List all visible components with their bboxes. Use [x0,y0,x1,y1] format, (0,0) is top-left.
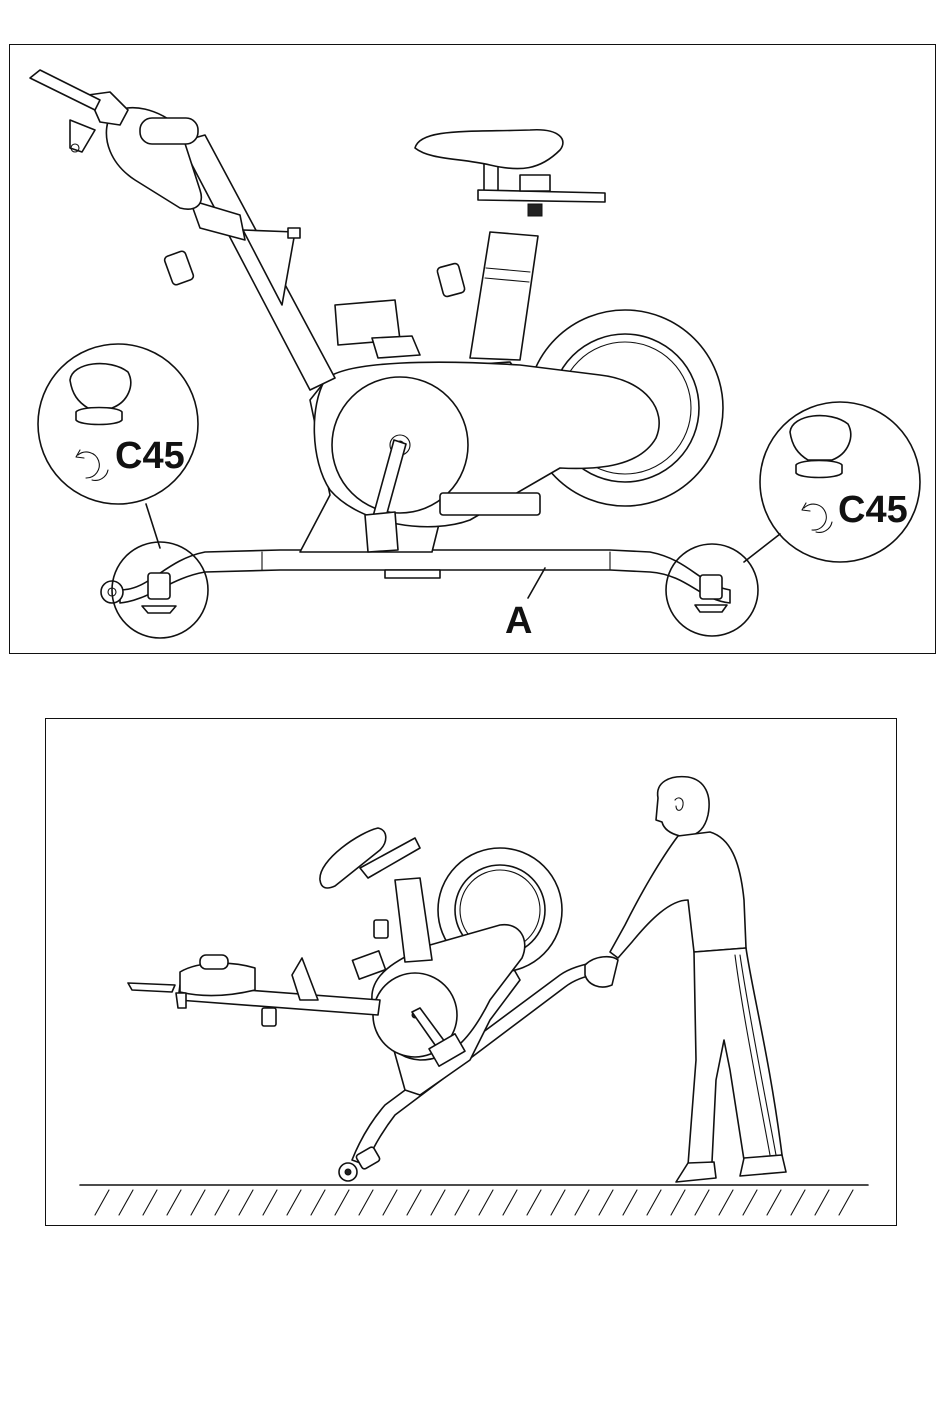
tilted-saddle [320,828,386,888]
floor-hatch-stroke [143,1190,157,1215]
floor-hatch-stroke [767,1190,781,1215]
floor-hatch-stroke [647,1190,661,1215]
person-torso [610,832,746,958]
floor-hatch-stroke [335,1190,349,1215]
handlebar-adjust-knob [164,250,195,286]
floor-hatch-stroke [575,1190,589,1215]
floor-hatch-stroke [623,1190,637,1215]
floor-hatch-stroke [263,1190,277,1215]
frame-a-leader [528,568,545,598]
floor-hatch-stroke [551,1190,565,1215]
tilted-knob [262,1008,276,1026]
floor-hatch-stroke [719,1190,733,1215]
floor-hatch-stroke [791,1190,805,1215]
callout-left-label: C45 [115,435,185,477]
floor-hatch-stroke [839,1190,853,1215]
floor-hatch-stroke [503,1190,517,1215]
floor-hatch-stroke [119,1190,133,1215]
floor-hatch-stroke [455,1190,469,1215]
floor-hatch-stroke [311,1190,325,1215]
moving-bike-scene [80,777,868,1215]
front-leveling-foot [148,573,170,599]
person-hand [585,957,618,987]
floor-hatch-stroke [359,1190,373,1215]
floor-hatch-stroke [431,1190,445,1215]
floor-hatch-stroke [599,1190,613,1215]
floor-hatch-stroke [407,1190,421,1215]
floor-hatch-stroke [527,1190,541,1215]
floor-hatch-stroke [815,1190,829,1215]
floor-hatching [95,1190,853,1215]
floor-hatch-stroke [479,1190,493,1215]
callout-right-label: C45 [838,489,908,531]
console-bracket [30,70,100,110]
floor-hatch-stroke [695,1190,709,1215]
foot-detail-right [790,416,851,460]
seat-post-knob [436,263,465,298]
rear-leveling-foot [700,575,722,599]
floor-hatch-stroke [95,1190,109,1215]
floor-hatch-stroke [215,1190,229,1215]
saddle [415,130,563,169]
floor-hatch-stroke [167,1190,181,1215]
person-legs [688,948,782,1165]
person [585,777,786,1182]
handlebar-post [180,135,335,390]
floor-hatch-stroke [383,1190,397,1215]
chain-cover-slot [440,493,540,515]
floor-hatch-stroke [287,1190,301,1215]
callout-leader-right [744,534,780,562]
base-plate [385,570,440,578]
floor-hatch-stroke [191,1190,205,1215]
seat-post [470,232,538,360]
frame-a-label: A [505,600,532,642]
foot-detail-left [70,364,131,408]
bike-side-view [30,70,730,613]
floor-hatch-stroke [239,1190,253,1215]
person-shoe-right [740,1155,786,1176]
person-shoe-left [676,1162,716,1182]
lower-pedal [365,512,398,552]
floor-hatch-stroke [743,1190,757,1215]
handlebar-grip [140,118,198,144]
floor-hatch-stroke [671,1190,685,1215]
tilted-seat-post [395,878,432,962]
